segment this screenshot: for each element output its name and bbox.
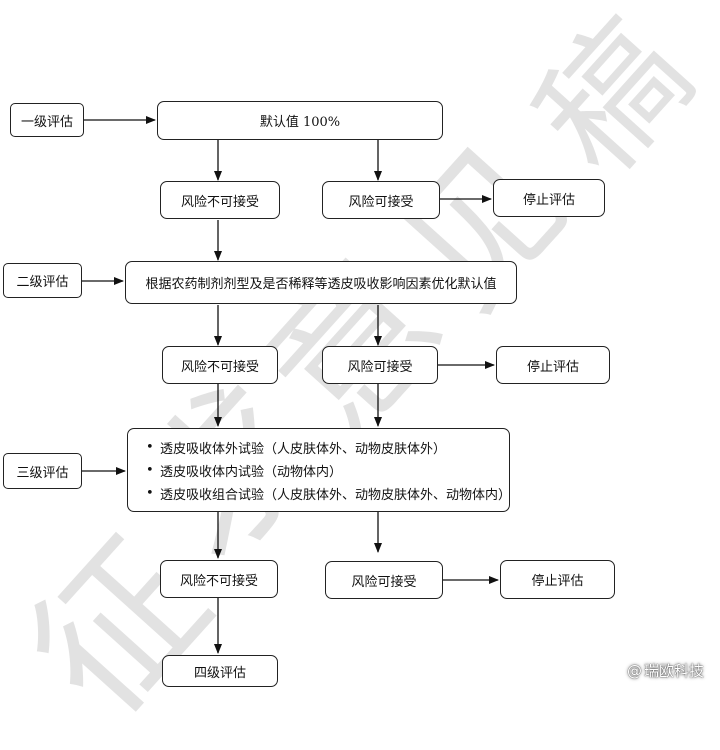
level1-risk-acceptable-box: 风险可接受	[322, 181, 440, 219]
level1-risk-unacceptable: 风险不可接受	[180, 194, 259, 210]
level1-stop-box: 停止评估	[493, 179, 605, 217]
level1-main-box: 默认值 100%	[157, 101, 443, 140]
level1-risk-acceptable: 风险可接受	[348, 194, 414, 210]
level2-stop: 停止评估	[526, 359, 579, 375]
brand-text: 瑞欧科技	[643, 662, 704, 680]
level2-risk-unacceptable-box: 风险不可接受	[162, 346, 278, 384]
bullet: •	[146, 485, 154, 501]
level3-item-text: 透皮吸收体内试验（动物体内）	[160, 464, 343, 480]
level3-item-text: 透皮吸收体外试验（人皮肤体外、动物皮肤体外）	[160, 441, 447, 457]
level1-label: 一级评估	[20, 114, 73, 130]
level3-item: • 透皮吸收组合试验（人皮肤体外、动物皮肤体外、动物体内）	[146, 484, 511, 503]
level2-label-box: 二级评估	[3, 263, 82, 298]
level2-stop-box: 停止评估	[496, 346, 610, 384]
level3-risk-unacceptable: 风险不可接受	[179, 573, 258, 589]
level3-main-box: • 透皮吸收体外试验（人皮肤体外、动物皮肤体外） • 透皮吸收体内试验（动物体内…	[127, 428, 511, 512]
level4-label: 四级评估	[193, 665, 246, 681]
level3-risk-acceptable: 风险可接受	[351, 574, 417, 590]
level3-stop: 停止评估	[531, 574, 584, 589]
level3-stop-box: 停止评估	[500, 560, 615, 599]
brand-icon: @	[626, 661, 642, 680]
bullet: •	[146, 439, 154, 455]
level1-risk-unacceptable-box: 风险不可接受	[160, 181, 280, 219]
level1-stop: 停止评估	[522, 192, 575, 208]
level4-box: 四级评估	[162, 655, 278, 687]
level2-main-box: 根据农药制剂剂型及是否稀释等透皮吸收影响因素优化默认值	[125, 261, 517, 304]
brand-watermark: @ 瑞欧科技	[627, 660, 704, 681]
level2-risk-unacceptable: 风险不可接受	[180, 359, 259, 375]
level2-risk-acceptable-box: 风险可接受	[322, 346, 438, 384]
level3-risk-unacceptable-box: 风险不可接受	[160, 560, 278, 598]
level3-item: • 透皮吸收体外试验（人皮肤体外、动物皮肤体外）	[146, 438, 446, 457]
level3-risk-acceptable-box: 风险可接受	[325, 561, 443, 599]
level2-label: 二级评估	[16, 275, 69, 290]
bullet: •	[146, 462, 154, 478]
level3-item: • 透皮吸收体内试验（动物体内）	[146, 461, 342, 480]
level2-main-text: 根据农药制剂剂型及是否稀释等透皮吸收影响因素优化默认值	[145, 277, 497, 292]
flowchart-connectors	[82, 116, 499, 654]
level3-label-box: 三级评估	[3, 453, 82, 489]
level2-risk-acceptable: 风险可接受	[347, 359, 413, 375]
level3-item-text: 透皮吸收组合试验（人皮肤体外、动物皮肤体外、动物体内）	[160, 487, 512, 503]
level1-label-box: 一级评估	[10, 103, 84, 137]
level1-main-text: 默认值 100%	[259, 115, 341, 130]
level3-label: 三级评估	[16, 465, 69, 481]
